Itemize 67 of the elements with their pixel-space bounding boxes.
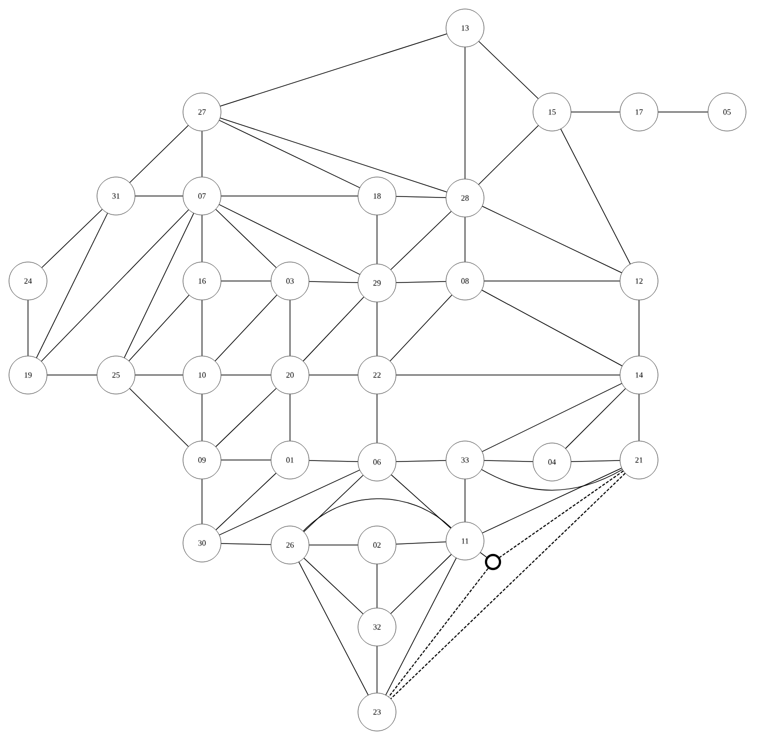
connector-line	[308, 281, 358, 283]
connector-line	[220, 543, 272, 545]
connector-line	[218, 204, 360, 275]
connector-line	[216, 472, 276, 530]
connector-line	[304, 558, 364, 614]
connector-line	[482, 206, 622, 274]
connector-line	[308, 544, 358, 546]
connector-line	[376, 564, 378, 608]
connector-line	[376, 214, 378, 264]
connector-line	[464, 216, 466, 262]
connector-line	[308, 460, 358, 462]
connector-line	[482, 383, 622, 452]
connector-line	[215, 388, 277, 448]
connector-line	[560, 128, 631, 264]
connector-line	[396, 374, 620, 376]
connector-line	[218, 120, 360, 188]
connector-line	[484, 460, 534, 462]
connector-line	[134, 374, 184, 376]
connector-line	[478, 125, 539, 185]
connector-line	[481, 469, 623, 491]
connector-line	[220, 33, 448, 107]
connector-line	[46, 374, 98, 376]
connector-line	[396, 281, 446, 283]
connector-line	[638, 300, 640, 356]
connector-line	[129, 388, 189, 447]
connector-line	[484, 280, 620, 282]
connector-line	[464, 478, 466, 522]
connector-line	[390, 474, 452, 529]
connector-line	[215, 208, 277, 268]
connector-line	[396, 196, 446, 198]
connector-line	[304, 474, 364, 532]
connector-line	[214, 294, 278, 362]
connector-line	[565, 388, 626, 449]
connector-line	[41, 209, 189, 362]
connector-line	[390, 472, 626, 700]
connector-line	[570, 460, 620, 462]
connector-line	[124, 212, 194, 358]
ring-marker	[484, 554, 502, 570]
connector-line	[385, 558, 457, 696]
connector-line	[396, 460, 446, 462]
connector-line	[396, 542, 446, 544]
connector-line	[308, 374, 358, 376]
connector-line	[390, 294, 452, 362]
connector-line	[302, 498, 452, 532]
connector-line	[480, 552, 487, 558]
connector-line	[128, 294, 190, 362]
connector-line	[478, 40, 539, 100]
connector-line	[499, 470, 624, 558]
connector-line	[464, 46, 466, 180]
connector-line	[638, 394, 640, 442]
connector-line	[482, 468, 622, 534]
connector-line	[36, 212, 108, 358]
connector-line	[41, 208, 103, 268]
connector-line	[220, 280, 272, 282]
connector-line	[220, 118, 448, 192]
connector-line	[390, 210, 452, 270]
connector-line	[129, 125, 189, 183]
connector-line	[376, 646, 378, 694]
connector-line	[376, 302, 378, 356]
connector-line	[219, 470, 360, 536]
connector-line	[390, 554, 452, 614]
connector-line	[298, 562, 368, 696]
connector-line	[220, 374, 272, 376]
connector-line	[376, 394, 378, 444]
connector-line	[482, 290, 622, 366]
connector-line	[388, 568, 488, 698]
connector-line	[302, 296, 364, 362]
